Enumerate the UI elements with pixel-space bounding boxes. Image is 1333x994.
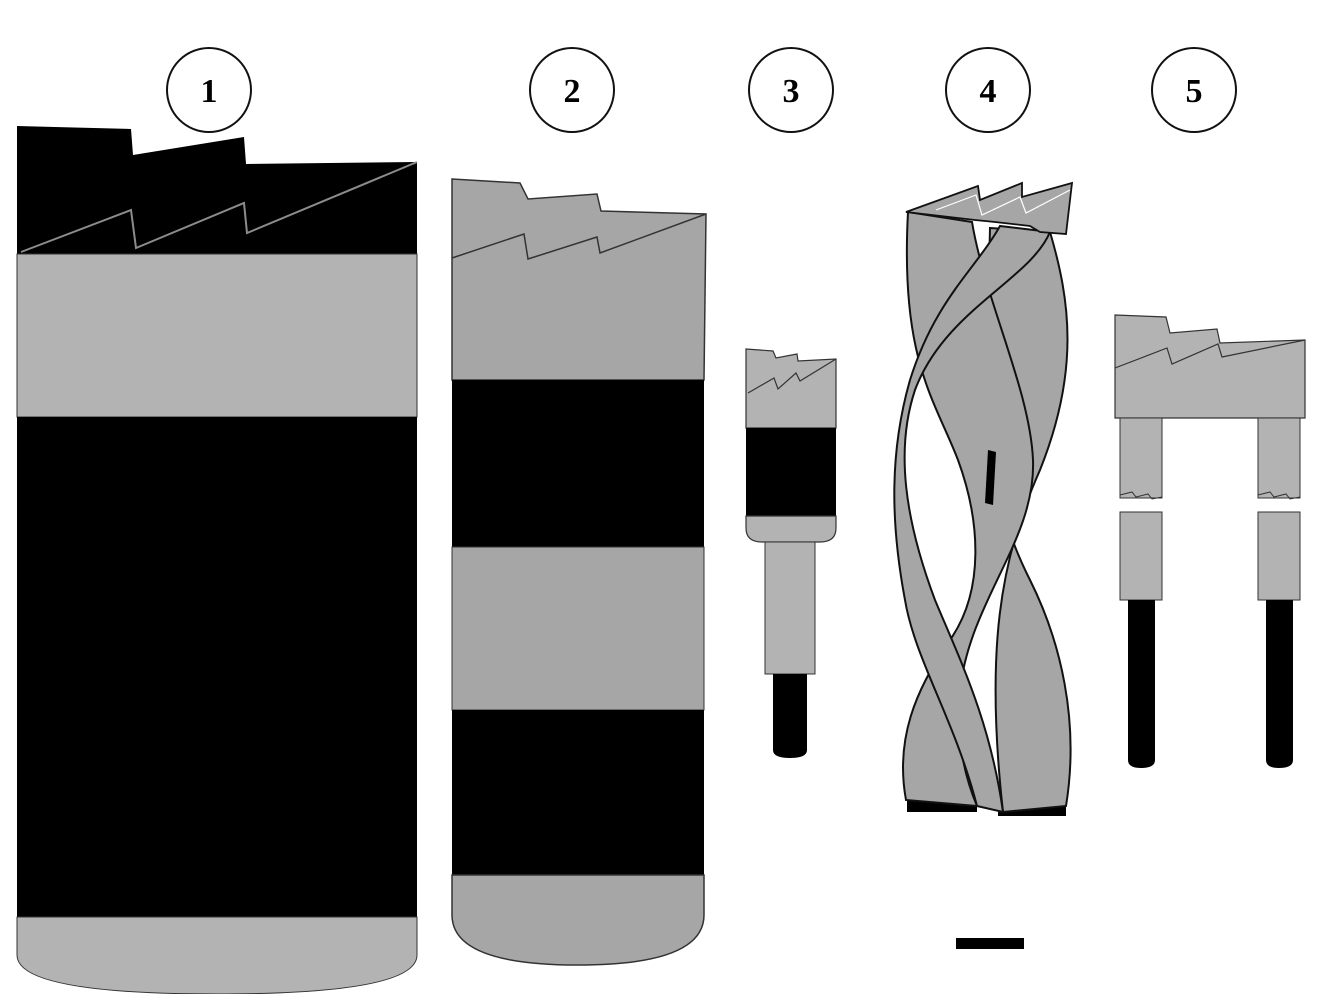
column-2-band-dark-1 <box>452 380 704 547</box>
label-2: 2 <box>529 47 615 133</box>
column-3-stem-dark <box>773 674 807 758</box>
column-5-leg-left-dark <box>1128 600 1155 768</box>
column-2-band-light <box>451 546 705 711</box>
column-5-leg-right-dark <box>1266 600 1293 768</box>
scale-bar <box>956 938 1024 949</box>
column-1 <box>16 126 418 994</box>
column-3-stem-light <box>764 541 816 675</box>
column-5-leg-left-lower <box>1119 511 1163 601</box>
svg-text:1: 1 <box>201 73 218 110</box>
column-2-top-cap <box>451 178 707 381</box>
column-5-top-cap <box>1114 314 1306 419</box>
column-5-leg-right-lower <box>1257 511 1301 601</box>
column-4 <box>893 181 1074 816</box>
column-1-band-dark <box>17 417 417 917</box>
column-1-band-light <box>16 253 418 418</box>
column-4-strand-front <box>902 210 1035 808</box>
svg-text:5: 5 <box>1186 73 1203 110</box>
column-3-collar <box>745 515 837 543</box>
column-3-top-cap <box>745 348 837 429</box>
column-5-leg-right-upper <box>1257 417 1301 499</box>
column-5-leg-right-break-upper <box>1257 491 1301 500</box>
column-1-bottom <box>16 916 418 994</box>
column-5 <box>1114 314 1306 768</box>
label-3: 3 <box>748 47 834 133</box>
column-4-gap-mark <box>985 450 996 505</box>
svg-text:2: 2 <box>564 73 581 110</box>
label-4: 4 <box>945 47 1031 133</box>
column-2 <box>451 178 707 966</box>
column-1-top-cap <box>17 126 417 254</box>
column-2-bottom <box>451 874 705 966</box>
column-5-leg-left-upper <box>1119 417 1163 499</box>
column-4-sawtooth <box>935 189 1071 216</box>
column-1-sawtooth <box>20 161 418 253</box>
column-3 <box>745 348 837 758</box>
svg-text:3: 3 <box>783 73 800 110</box>
label-5: 5 <box>1151 47 1237 133</box>
column-3-sawtooth <box>747 358 837 394</box>
column-4-top-cap <box>905 181 1074 235</box>
column-2-band-dark-2 <box>452 710 704 875</box>
column-4-strand-over <box>893 224 1052 814</box>
column-3-band-dark <box>746 428 836 516</box>
column-5-sawtooth <box>1114 339 1306 369</box>
svg-text:4: 4 <box>980 73 997 110</box>
column-2-sawtooth <box>451 213 707 260</box>
column-5-leg-left-break-upper <box>1119 491 1163 500</box>
label-1: 1 <box>166 47 252 133</box>
